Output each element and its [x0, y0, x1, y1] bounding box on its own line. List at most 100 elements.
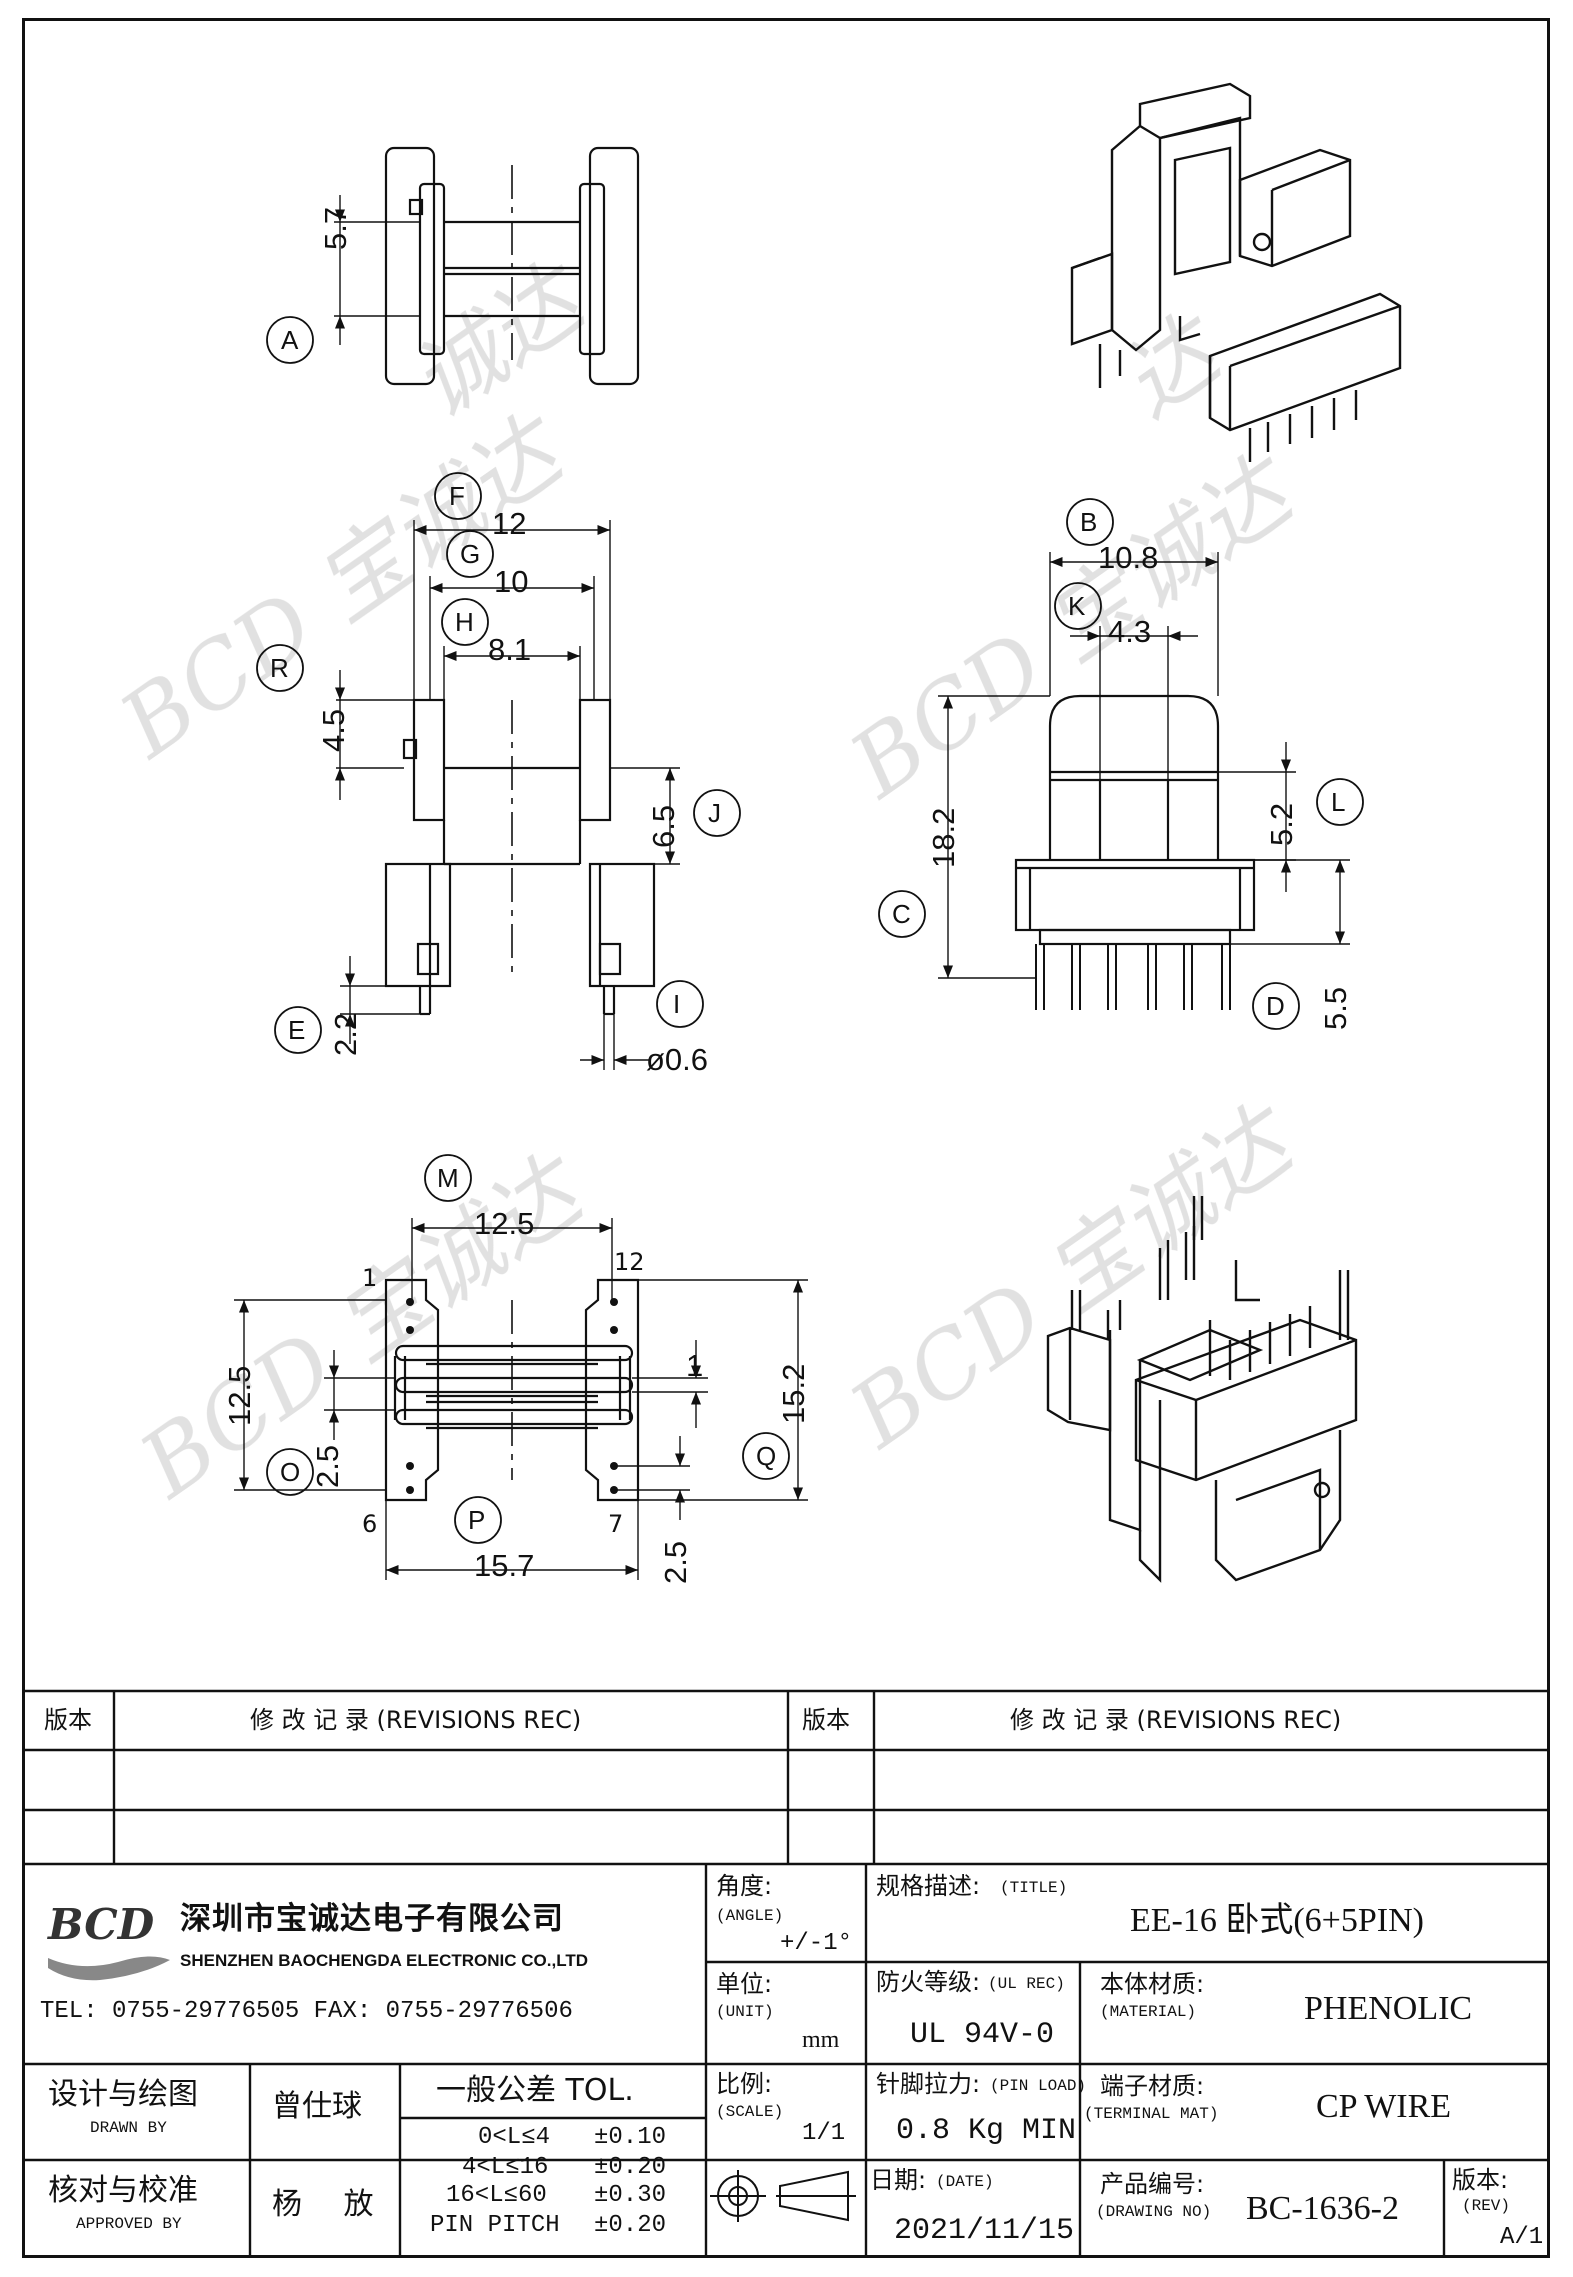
- rev-label: 版本:: [1452, 2166, 1509, 2194]
- material-value: PHENOLIC: [1304, 1990, 1473, 2027]
- label-j: J: [708, 798, 721, 828]
- drawn-label-en: DRAWN BY: [90, 2119, 167, 2137]
- label-r: R: [270, 653, 289, 683]
- revisions-version-header-left: 版本: [44, 1706, 92, 1734]
- label-c: C: [892, 899, 911, 929]
- dim-5-2: 5.2: [1264, 802, 1299, 846]
- revisions-record-header-right: 修 改 记 录 (REVISIONS REC): [1010, 1706, 1342, 1734]
- unit-value: mm: [802, 2027, 840, 2053]
- drawn-by-name: 曾仕球: [272, 2089, 362, 2124]
- front-view: [256, 472, 741, 1070]
- dim-2-5-right: 2.5: [658, 1540, 693, 1584]
- company-name-cn: 深圳市宝诚达电子有限公司: [180, 1901, 564, 1937]
- pin-number-12: 12: [614, 1248, 645, 1276]
- label-a: A: [281, 325, 299, 355]
- scale-label-en: (SCALE): [716, 2103, 784, 2121]
- angle-label: 角度:: [716, 1872, 773, 1900]
- label-b: B: [1080, 507, 1098, 537]
- title-value: EE-16 卧式(6+5PIN): [1130, 1902, 1424, 1939]
- title-label-en: (TITLE): [1000, 1879, 1068, 1897]
- tol-range-1: 0<L≤4: [478, 2124, 551, 2151]
- tol-value-2: ±0.20: [594, 2154, 667, 2181]
- dim-5-5: 5.5: [1318, 986, 1353, 1030]
- svg-text:BCD 宝诚达: BCD 宝诚达: [831, 435, 1317, 819]
- revisions-record-header-left: 修 改 记 录 (REVISIONS REC): [250, 1706, 582, 1734]
- label-i: I: [673, 989, 681, 1019]
- bottom-view: [234, 1154, 808, 1580]
- title-label: 规格描述:: [876, 1872, 981, 1900]
- tol-range-4: PIN PITCH: [430, 2212, 560, 2239]
- dim-2-2: 2.2: [328, 1012, 363, 1056]
- material-label: 本体材质:: [1100, 1970, 1205, 1998]
- pin-number-1: 1: [362, 1264, 378, 1292]
- angle-value: +/-1°: [780, 1930, 853, 1957]
- dim-pin-diameter: ø0.6: [646, 1042, 709, 1077]
- scale-label: 比例:: [716, 2070, 773, 2098]
- iso-view-bottom: [1046, 1196, 1358, 1583]
- date-label: 日期:: [870, 2166, 927, 2194]
- company-contact: TEL: 0755-29776505 FAX: 0755-29776506: [40, 1998, 573, 2025]
- drawn-label: 设计与绘图: [48, 2077, 198, 2112]
- drawing-label-en: (DRAWING NO): [1096, 2203, 1212, 2221]
- top-view: [266, 146, 640, 386]
- svg-text:BCD 宝诚达: BCD 宝诚达: [121, 1135, 607, 1519]
- tol-value-4: ±0.20: [594, 2212, 667, 2239]
- ul-label: 防火等级:: [876, 1968, 981, 1996]
- dim-4-3: 4.3: [1108, 614, 1152, 649]
- tol-range-2: 4<L≤16: [462, 2154, 549, 2181]
- tol-value-1: ±0.10: [594, 2124, 667, 2151]
- rev-label-en: (REV): [1462, 2197, 1511, 2215]
- dim-12-5-left: 12.5: [222, 1365, 257, 1426]
- date-value: 2021/11/15: [894, 2214, 1075, 2248]
- drawing-label: 产品编号:: [1100, 2170, 1205, 2198]
- material-label-en: (MATERIAL): [1100, 2003, 1197, 2021]
- label-d: D: [1266, 991, 1285, 1021]
- ul-value: UL 94V-0: [910, 2018, 1055, 2052]
- dim-15-7: 15.7: [474, 1548, 535, 1583]
- tol-range-3: 16<L≤60: [446, 2182, 547, 2209]
- label-e: E: [288, 1015, 306, 1045]
- dim-10: 10: [494, 564, 529, 599]
- dim-12: 12: [492, 506, 527, 541]
- terminal-label: 端子材质:: [1100, 2072, 1205, 2100]
- projection-symbol-icon: [710, 2170, 856, 2222]
- label-p: P: [468, 1505, 486, 1535]
- dim-6-5: 6.5: [646, 804, 681, 848]
- dim-15-2: 15.2: [776, 1363, 811, 1424]
- approved-by-name: 杨 放: [272, 2187, 390, 2222]
- dim-5-7: 5.7: [318, 206, 353, 250]
- dim-1: 1: [686, 1348, 704, 1383]
- svg-text:诚达: 诚达: [392, 243, 608, 438]
- pinload-label: 针脚拉力:: [876, 2070, 981, 2098]
- ul-label-en: (UL REC): [988, 1975, 1065, 1993]
- company-logo-icon: [48, 1956, 170, 1981]
- unit-label-en: (UNIT): [716, 2003, 774, 2021]
- watermark: BCD 宝诚达 BCD 宝诚达 BCD 宝诚达 BCD 宝诚达 诚达 达: [101, 243, 1317, 1519]
- approved-label-en: APPROVED BY: [76, 2215, 182, 2233]
- label-g: G: [460, 539, 481, 569]
- angle-label-en: (ANGLE): [716, 1907, 784, 1925]
- dim-8-1: 8.1: [488, 632, 532, 667]
- side-view: [878, 498, 1364, 1030]
- label-k: K: [1068, 591, 1086, 621]
- pin-number-6: 6: [362, 1510, 378, 1538]
- company-name-en: SHENZHEN BAOCHENGDA ELECTRONIC CO.,LTD: [180, 1951, 588, 1970]
- dim-10-8: 10.8: [1098, 540, 1159, 575]
- unit-label: 单位:: [716, 1970, 773, 1998]
- tol-value-3: ±0.30: [594, 2182, 667, 2209]
- label-q: Q: [756, 1441, 777, 1471]
- dim-18-2: 18.2: [926, 807, 961, 868]
- label-h: H: [455, 607, 474, 637]
- dim-2-5-left: 2.5: [310, 1444, 345, 1488]
- dim-4-5: 4.5: [316, 708, 351, 752]
- pinload-label-en: (PIN LOAD): [990, 2077, 1087, 2095]
- drawing-sheet: [22, 18, 1550, 2258]
- pinload-value: 0.8 Kg MIN: [896, 2114, 1077, 2148]
- terminal-value: CP WIRE: [1316, 2088, 1452, 2125]
- terminal-label-en: (TERMINAL MAT): [1084, 2105, 1219, 2123]
- label-o: O: [280, 1457, 301, 1487]
- label-l: L: [1331, 787, 1346, 817]
- date-label-en: (DATE): [936, 2173, 994, 2191]
- pin-number-7: 7: [608, 1510, 624, 1538]
